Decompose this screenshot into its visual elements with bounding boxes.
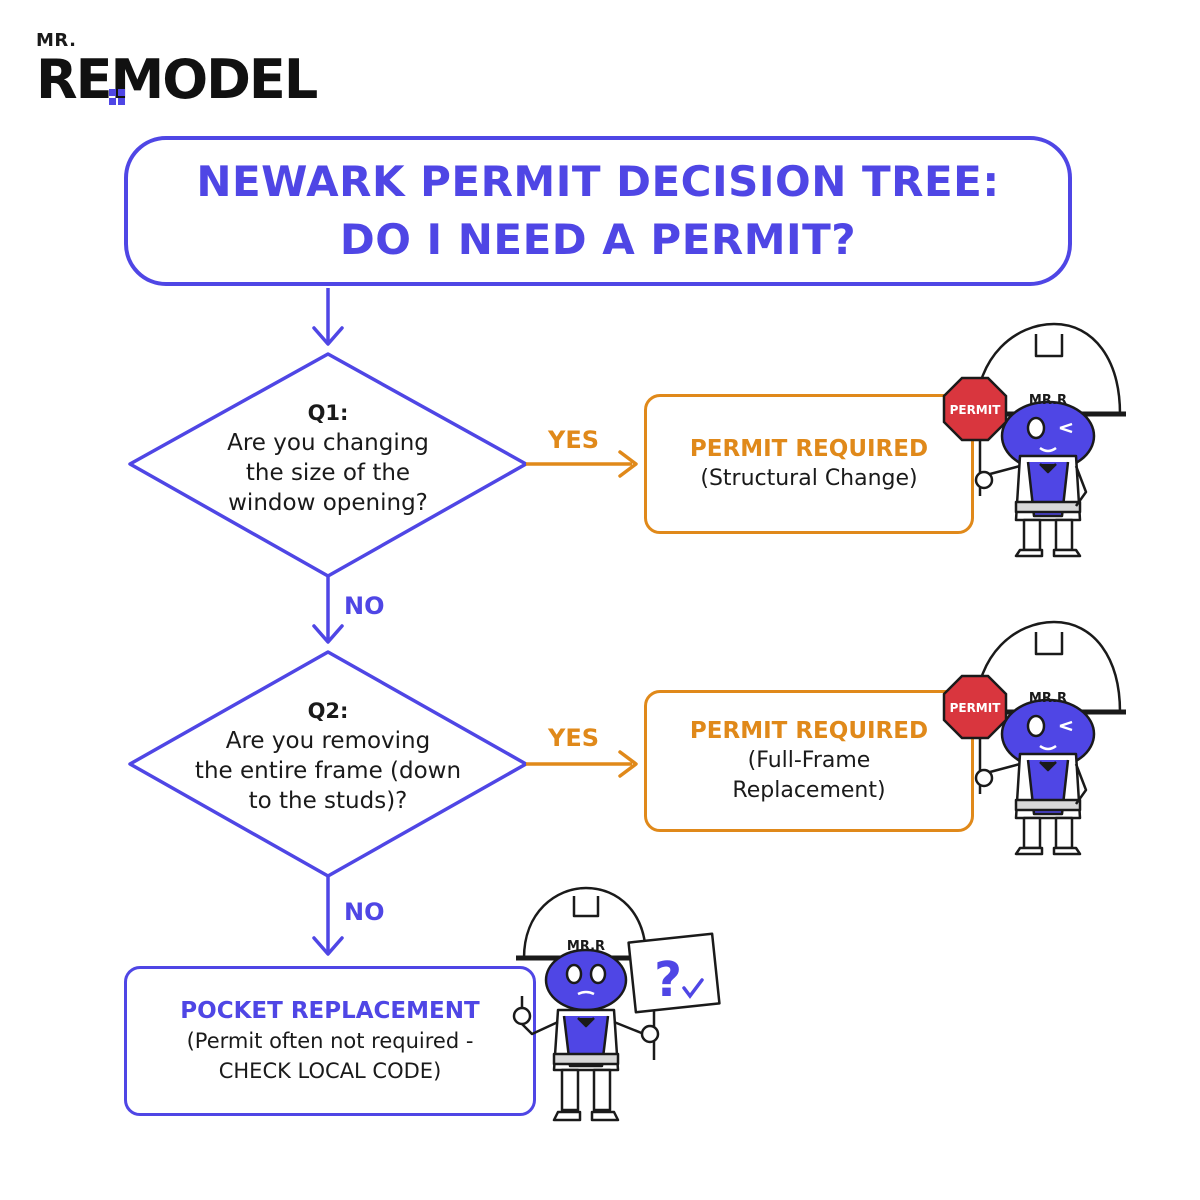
result-q1-subtitle: (Structural Change) [700,466,918,491]
pocket-line-2: CHECK LOCAL CODE) [218,1059,442,1083]
result-q2-line-2: Replacement) [732,778,886,803]
q2-line-3: to the studs)? [248,788,408,814]
title-line-1: NEWARK PERMIT DECISION TREE: [196,157,1000,206]
q2-text: Q2: Are you removing the entire frame (d… [160,696,496,816]
q1-yes-label: YES [548,426,600,454]
arrow-q1-no [312,576,344,644]
q1-label: Q1: [307,401,349,425]
pocket-replacement-box: POCKET REPLACEMENT (Permit often not req… [124,966,536,1116]
arrow-title-to-q1 [312,288,344,346]
arrow-q2-no [312,876,344,956]
result-box-q2: PERMIT REQUIRED (Full-Frame Replacement) [644,690,974,832]
logo-window-icon [109,89,125,105]
mascot-3-helmet-text: MR.R [567,939,605,954]
q2-no-label: NO [344,898,385,926]
mascot-1-sign-text: PERMIT [950,403,1002,417]
q1-line-3: window opening? [228,490,428,516]
mascot-question: ? MR.R [512,886,721,1122]
mr-remodel-logo: MR. REMODEL [36,30,366,110]
mascot-permit-1: PERMIT MR.R [942,322,1126,558]
q1-line-1: Are you changing [227,430,429,456]
q2-label: Q2: [307,699,349,723]
arrow-q1-yes [526,450,638,478]
result-q2-title: PERMIT REQUIRED [689,718,929,744]
mascot-1-helmet-text: MR.R [1029,393,1067,408]
result-q1-title: PERMIT REQUIRED [689,436,929,462]
mascot-permit-2: PERMIT MR.R [942,620,1126,856]
title-box: NEWARK PERMIT DECISION TREE: DO I NEED A… [124,136,1072,286]
q1-text: Q1: Are you changing the size of the win… [180,398,476,518]
q2-yes-label: YES [548,724,600,752]
logo-main-text: REMODEL [36,48,318,111]
title-line-2: DO I NEED A PERMIT? [339,215,857,264]
logo-small-text: MR. [36,30,77,51]
q1-no-label: NO [344,592,385,620]
pocket-line-1: (Permit often not required - [186,1029,474,1053]
mascot-3-question-mark: ? [654,952,682,1008]
result-q2-line-1: (Full-Frame [747,748,871,773]
pocket-title: POCKET REPLACEMENT [180,998,480,1024]
arrow-q2-yes [526,750,638,778]
q1-line-2: the size of the [245,460,411,486]
q2-line-2: the entire frame (down [194,758,462,784]
mascot-2-helmet-text: MR.R [1029,691,1067,706]
mascot-2-sign-text: PERMIT [950,701,1002,715]
q2-line-1: Are you removing [225,728,431,754]
result-box-q1: PERMIT REQUIRED (Structural Change) [644,394,974,534]
check-icon [682,978,704,999]
